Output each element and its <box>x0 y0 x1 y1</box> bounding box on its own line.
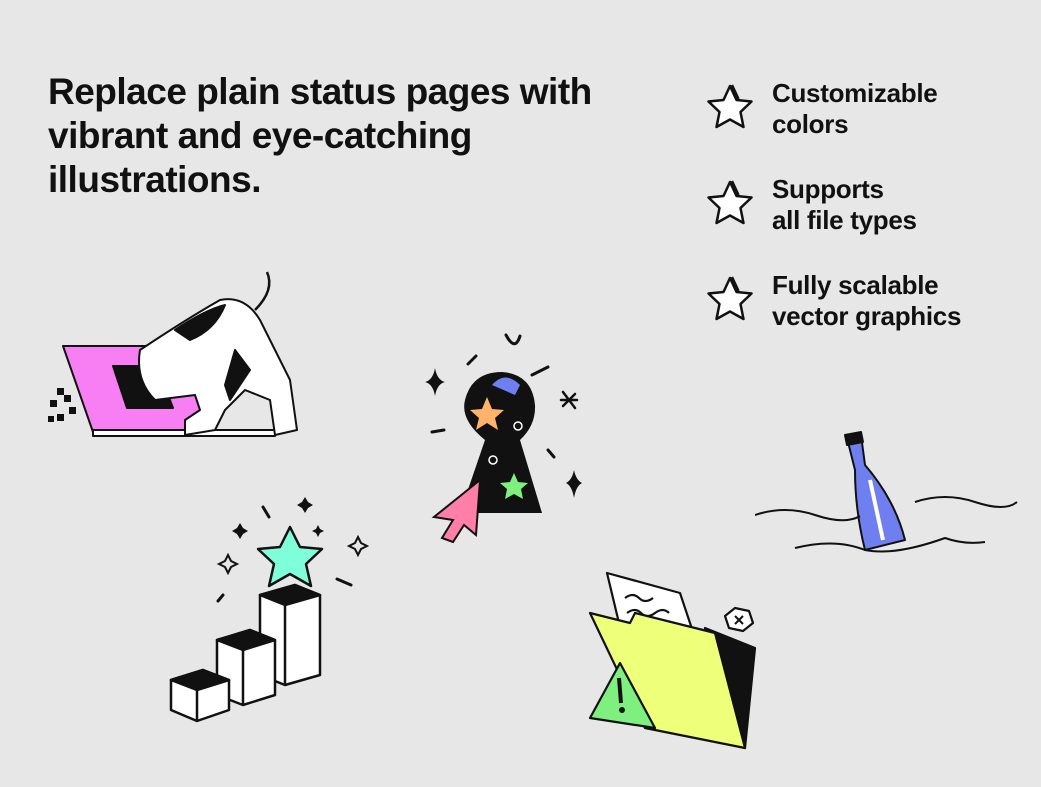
feature-label: Supports all file types <box>772 174 917 235</box>
feature-item: Fully scalable vector graphics <box>702 270 961 366</box>
folder-error-illustration <box>588 571 757 750</box>
feature-label: Customizable colors <box>772 78 938 139</box>
message-bottle-illustration <box>755 431 1018 553</box>
feature-label: Fully scalable vector graphics <box>772 270 962 331</box>
growth-stairs-illustration <box>169 497 370 723</box>
dog-laptop-illustration <box>48 271 298 437</box>
feature-item: Supports all file types <box>702 174 961 270</box>
feature-item: Customizable colors <box>702 78 961 174</box>
feature-list: Customizable colors Supports all file ty… <box>702 78 961 366</box>
star-icon <box>707 84 753 129</box>
headline: Replace plain status pages with vibrant … <box>48 71 592 200</box>
star-icon <box>707 276 753 321</box>
star-icon <box>707 180 753 225</box>
keyhole-illustration <box>425 333 582 544</box>
